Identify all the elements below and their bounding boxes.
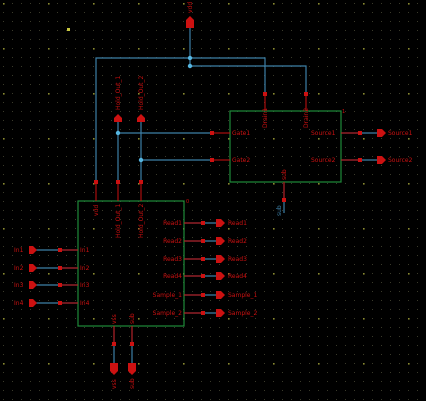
bottom-label-vss: vss — [111, 379, 118, 389]
output-pin-icon — [216, 255, 225, 263]
output-label-read2: Read2 — [228, 238, 247, 245]
wire-vdd-lower[interactable] — [95, 57, 190, 182]
origin-marker — [67, 28, 70, 31]
output-pin-icon — [216, 291, 225, 299]
output-pin-icon — [216, 237, 225, 245]
input-pin-in2[interactable]: In2 — [14, 264, 37, 272]
pin-label-in3: In3 — [80, 282, 90, 289]
pin-label-sample1: Sample_1 — [153, 292, 182, 299]
wire-vdd-drain1[interactable] — [190, 57, 266, 94]
pin-label-in1: In1 — [80, 247, 90, 254]
wire-vdd-drain2[interactable] — [190, 65, 307, 94]
output-pin-read1[interactable]: Read1 — [216, 219, 247, 227]
upper-block-border — [229, 110, 342, 183]
input-label-in1: In1 — [14, 247, 24, 254]
output-pin-read4[interactable]: Read4 — [216, 272, 247, 280]
junctions — [115, 55, 193, 163]
junction-dot — [187, 55, 193, 61]
input-label-in2: In2 — [14, 265, 24, 272]
vdd-top-pin[interactable]: vdd — [186, 2, 194, 28]
pin-label-sub-bottom: sub — [129, 313, 136, 324]
pin-label-drain1: Drain1 — [262, 108, 269, 128]
input-pin-icon — [29, 281, 37, 289]
lower-block-border — [77, 200, 185, 327]
input-pin-in3[interactable]: In3 — [14, 281, 37, 289]
pin-label-gate1: Gate1 — [232, 130, 250, 137]
pin-shape-icon — [128, 363, 136, 375]
pin-label-in2: In2 — [80, 265, 90, 272]
pin-label-in4: In4 — [80, 300, 90, 307]
hold-out-2-label: Hold_Out_2 — [138, 75, 145, 110]
source2-out-pin[interactable]: Source2 — [377, 156, 413, 164]
source1-out-label: Source1 — [388, 130, 413, 137]
lower-block-instance: 0 — [186, 199, 189, 205]
pin-label-sub: sub — [281, 169, 288, 180]
input-pin-icon — [29, 246, 37, 254]
pin-label-vdd: vdd — [93, 205, 100, 216]
wire-label-sub: sub — [276, 205, 283, 216]
pin-label-read1: Read1 — [163, 220, 182, 227]
pin-label-source1: Source1 — [311, 130, 336, 137]
grid-dots — [3, 3, 418, 400]
output-label-read3: Read3 — [228, 256, 247, 263]
output-label-sample2: Sample_2 — [228, 310, 257, 317]
output-label-read4: Read4 — [228, 273, 247, 280]
input-pin-icon — [29, 264, 37, 272]
junction-dot — [187, 63, 193, 69]
input-label-in3: In3 — [14, 282, 24, 289]
pin-label-hold-out-2: Hold_Out_2 — [138, 203, 145, 238]
output-pin-icon — [216, 219, 225, 227]
hold-out-1-label: Hold_Out_1 — [115, 75, 122, 110]
pin-shape-icon — [114, 114, 122, 122]
bottom-pin-vss[interactable]: vss — [110, 363, 118, 389]
pin-label-read4: Read4 — [163, 273, 182, 280]
output-pin-icon — [216, 309, 225, 317]
pin-label-sample2: Sample_2 — [153, 310, 182, 317]
output-pin-sample1[interactable]: Sample_1 — [216, 291, 257, 299]
lower-block-symbol[interactable]: 0 — [58, 180, 205, 346]
output-pin-icon — [377, 156, 386, 164]
hold-out-2-pin[interactable]: Hold_Out_2 — [137, 75, 145, 122]
output-label-sample1: Sample_1 — [228, 292, 257, 299]
pin-label-vss: vss — [111, 314, 118, 324]
source1-out-pin[interactable]: Source1 — [377, 129, 413, 137]
input-pin-in4[interactable]: In4 — [14, 299, 37, 307]
junction-dot — [138, 157, 144, 163]
input-label-in4: In4 — [14, 300, 24, 307]
vdd-top-label: vdd — [187, 2, 194, 13]
input-pin-in1[interactable]: In1 — [14, 246, 37, 254]
bottom-label-sub: sub — [129, 378, 136, 389]
hold-out-1-pin[interactable]: Hold_Out_1 — [114, 75, 122, 122]
junction-dot — [115, 130, 121, 136]
pin-label-read3: Read3 — [163, 256, 182, 263]
pin-label-gate2: Gate2 — [232, 157, 250, 164]
pin-label-read2: Read2 — [163, 238, 182, 245]
output-label-read1: Read1 — [228, 220, 247, 227]
input-pin-icon — [29, 299, 37, 307]
output-pin-read3[interactable]: Read3 — [216, 255, 247, 263]
pin-label-hold-out-1: Hold_Out_1 — [115, 203, 122, 238]
output-pin-icon — [216, 272, 225, 280]
output-pin-read2[interactable]: Read2 — [216, 237, 247, 245]
source2-out-label: Source2 — [388, 157, 413, 164]
pin-shape-icon — [110, 363, 118, 375]
pin-shape-icon — [137, 114, 145, 122]
output-pin-sample2[interactable]: Sample_2 — [216, 309, 257, 317]
pin-label-drain2: Drain2 — [303, 108, 310, 128]
pin-shape-icon — [186, 16, 194, 28]
upper-block-symbol[interactable]: 1 Gate1 Gate2 Drain1 Drain2 Source1 Sour… — [210, 92, 362, 202]
upper-block-instance: 1 — [342, 109, 345, 115]
bottom-pin-sub[interactable]: sub — [128, 363, 136, 389]
output-pin-icon — [377, 129, 386, 137]
pin-label-source2: Source2 — [311, 157, 336, 164]
